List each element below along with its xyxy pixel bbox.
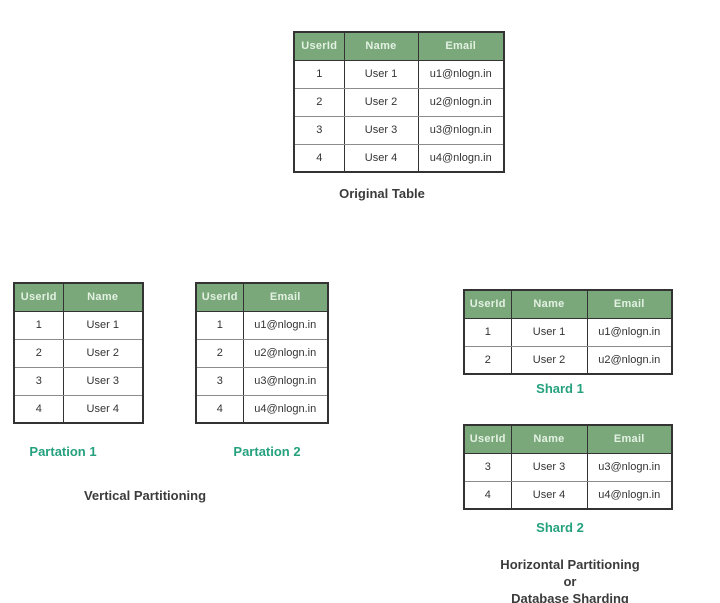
table-cell: u2@nlogn.in (242, 338, 329, 368)
original-table-caption: Original Table (339, 186, 425, 201)
table-cell: u2@nlogn.in (586, 345, 673, 375)
column-header: Name (343, 31, 419, 61)
column-header: Name (62, 282, 144, 312)
table-cell: User 2 (510, 345, 588, 375)
table-cell: User 2 (62, 338, 144, 368)
table-cell: 2 (293, 87, 345, 117)
table-cell: u1@nlogn.in (417, 59, 505, 89)
table-cell: 2 (463, 345, 512, 375)
table-cell: User 1 (510, 317, 588, 347)
column-header: Name (510, 289, 588, 319)
table-cell: User 3 (62, 366, 144, 396)
table-cell: u2@nlogn.in (417, 87, 505, 117)
table-cell: u4@nlogn.in (242, 394, 329, 424)
table-cell: User 3 (510, 452, 588, 482)
column-header: UserId (13, 282, 64, 312)
table-cell: 1 (195, 310, 244, 340)
table-cell: 4 (13, 394, 64, 424)
column-header: UserId (463, 424, 512, 454)
table-cell: 2 (13, 338, 64, 368)
table-cell: u3@nlogn.in (242, 366, 329, 396)
table-cell: User 4 (510, 480, 588, 510)
table-cell: User 2 (343, 87, 419, 117)
table-cell: u3@nlogn.in (417, 115, 505, 145)
table-cell: 4 (293, 143, 345, 173)
table-cell: u1@nlogn.in (242, 310, 329, 340)
column-header: Email (417, 31, 505, 61)
table-cell: User 4 (62, 394, 144, 424)
table-cell: u4@nlogn.in (417, 143, 505, 173)
shard2-caption: Shard 2 (536, 520, 584, 535)
table-cell: u1@nlogn.in (586, 317, 673, 347)
column-header: UserId (195, 282, 244, 312)
table-cell: 3 (195, 366, 244, 396)
horizontal-partitioning-title: Horizontal Partitioning or Database Shar… (500, 556, 639, 603)
partition2-caption: Partation 2 (233, 444, 301, 459)
column-header: Email (586, 424, 673, 454)
column-header: Email (242, 282, 329, 312)
table-cell: 3 (13, 366, 64, 396)
column-header: UserId (463, 289, 512, 319)
table-cell: 1 (293, 59, 345, 89)
column-header: UserId (293, 31, 345, 61)
partition1-caption: Partation 1 (29, 444, 97, 459)
table-cell: User 1 (343, 59, 419, 89)
table-cell: u4@nlogn.in (586, 480, 673, 510)
horizontal-title-line2: or (563, 574, 577, 589)
table-cell: 2 (195, 338, 244, 368)
column-header: Name (510, 424, 588, 454)
column-header: Email (586, 289, 673, 319)
table-cell: User 4 (343, 143, 419, 173)
table-cell: 1 (13, 310, 64, 340)
horizontal-title-line1: Horizontal Partitioning (500, 557, 640, 572)
vertical-partitioning-title: Vertical Partitioning (83, 488, 207, 503)
table-cell: 4 (195, 394, 244, 424)
table-cell: 4 (463, 480, 512, 510)
table-cell: 3 (293, 115, 345, 145)
horizontal-title-line3: Database Sharding (511, 591, 629, 603)
table-cell: u3@nlogn.in (586, 452, 673, 482)
table-cell: 3 (463, 452, 512, 482)
table-cell: User 3 (343, 115, 419, 145)
table-cell: 1 (463, 317, 512, 347)
table-cell: User 1 (62, 310, 144, 340)
shard1-caption: Shard 1 (536, 381, 584, 396)
